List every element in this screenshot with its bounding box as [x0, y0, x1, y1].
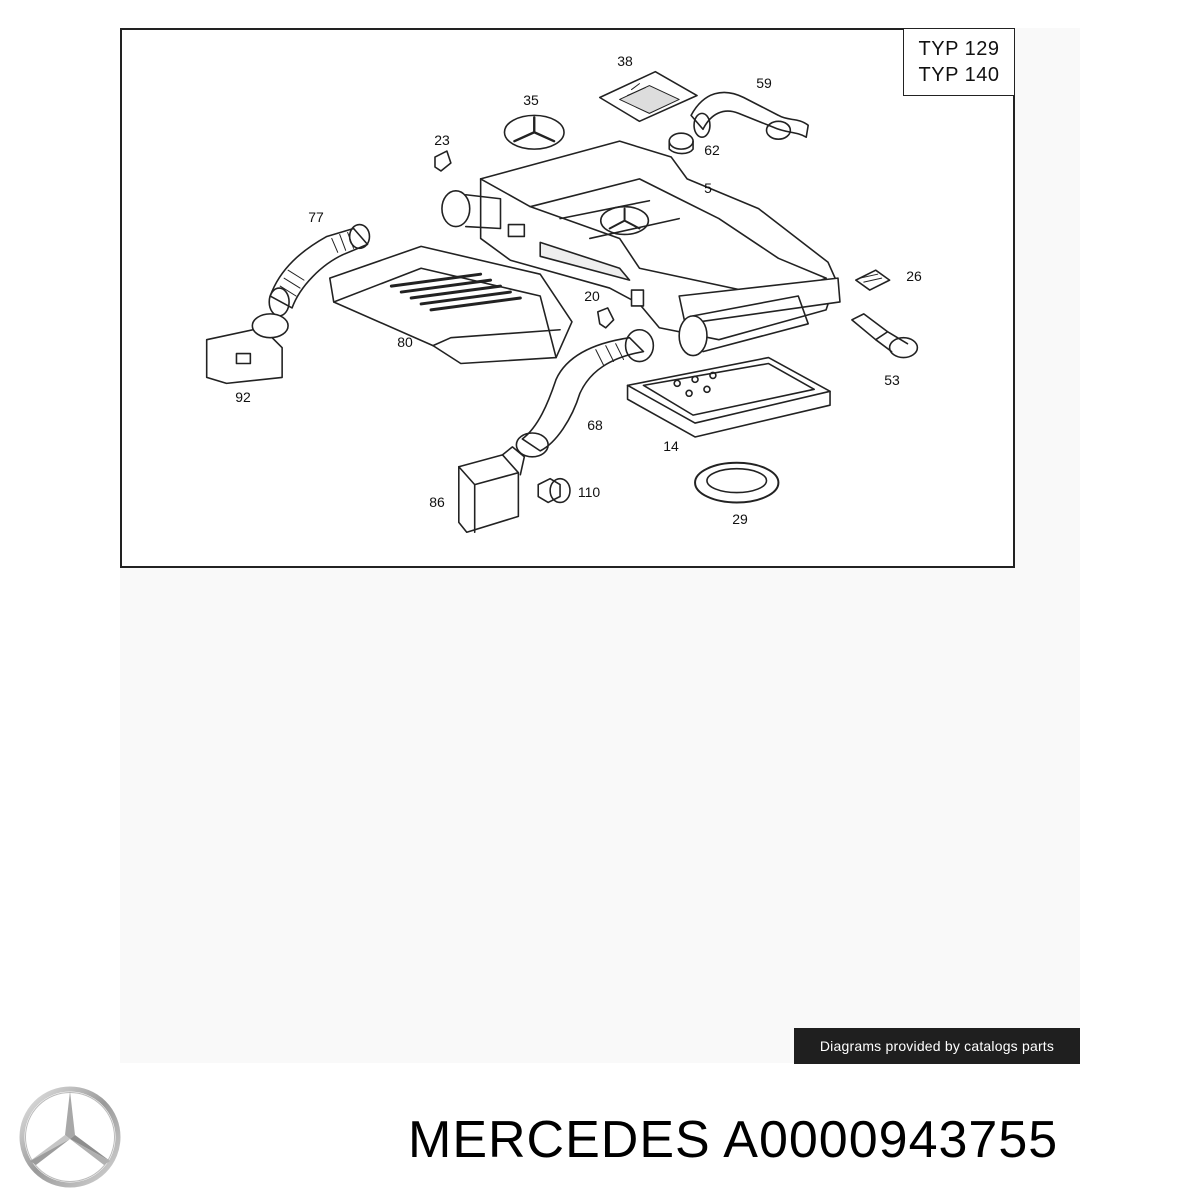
part-38-label-plate	[598, 70, 698, 123]
mercedes-star-icon	[18, 1085, 122, 1189]
type-designation-box: TYP 129 TYP 140	[903, 28, 1015, 96]
callout-29: 29	[732, 511, 748, 527]
part-77-intake-hose	[268, 223, 371, 317]
part-80-cover-panel	[328, 245, 573, 365]
part-86-control-module	[458, 446, 526, 534]
part-29-seal-ring	[694, 461, 780, 504]
parts-diagram: TYP 129 TYP 140 38 59 35 23 62 5 77 26 2…	[120, 28, 1015, 568]
callout-80: 80	[397, 334, 413, 350]
product-title: MERCEDES A0000943755	[408, 1111, 1059, 1169]
callout-14: 14	[663, 438, 679, 454]
callout-86: 86	[429, 494, 445, 510]
diagram-credit-banner: Diagrams provided by catalogs parts	[794, 1028, 1080, 1064]
type-label-129: TYP 129	[918, 38, 1000, 60]
part-53-sensor	[851, 313, 919, 359]
part-68-hose	[515, 328, 655, 458]
callout-38: 38	[617, 53, 633, 69]
part-20-clip	[596, 307, 615, 329]
callout-92: 92	[235, 389, 251, 405]
callout-59: 59	[756, 75, 772, 91]
callout-62: 62	[704, 142, 720, 158]
part-14-filter-element	[626, 356, 831, 438]
part-26-bracket	[855, 269, 891, 291]
callout-26: 26	[906, 268, 922, 284]
callout-23: 23	[434, 132, 450, 148]
callout-35: 35	[523, 92, 539, 108]
callout-53: 53	[884, 372, 900, 388]
part-35-emblem	[503, 114, 565, 150]
callout-5: 5	[704, 180, 712, 196]
callout-20: 20	[584, 288, 600, 304]
exploded-view-drawing	[205, 70, 919, 534]
callout-110: 110	[577, 484, 601, 500]
type-label-140: TYP 140	[918, 64, 1000, 86]
callout-68: 68	[587, 417, 603, 433]
part-23-clip	[434, 150, 452, 172]
part-5-filter-housing	[441, 140, 841, 357]
part-92-air-duct	[205, 313, 289, 385]
callout-77: 77	[308, 209, 324, 225]
part-110-plug	[537, 477, 571, 504]
part-62-clamp	[668, 132, 694, 155]
part-59-hose	[690, 91, 809, 140]
